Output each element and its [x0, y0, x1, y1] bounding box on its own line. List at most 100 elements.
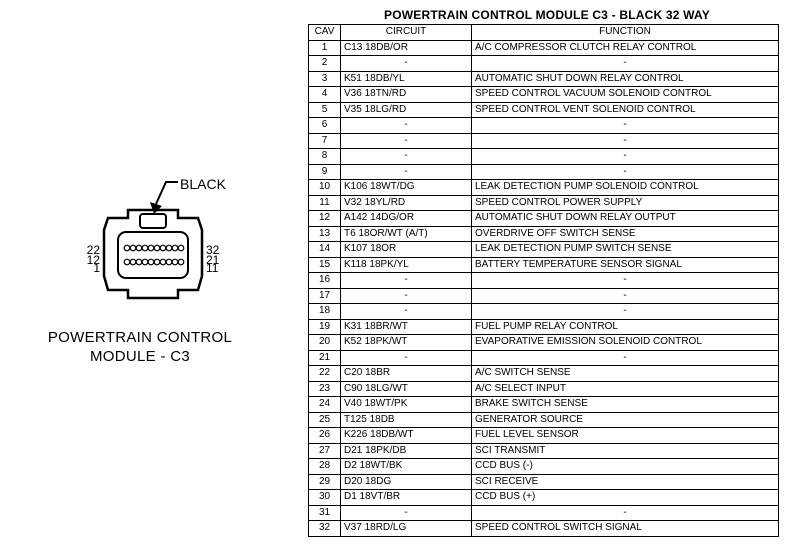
function-cell: A/C SWITCH SENSE	[471, 365, 779, 382]
header-circuit: CIRCUIT	[340, 24, 472, 41]
cav-cell: 17	[308, 287, 341, 304]
pin-label-right-top: 32	[206, 243, 220, 257]
circuit-cell: -	[340, 303, 472, 320]
function-cell: SPEED CONTROL POWER SUPPLY	[471, 194, 779, 211]
cav-cell: 4	[308, 86, 341, 103]
function-cell: BRAKE SWITCH SENSE	[471, 396, 779, 413]
pin-label-right-mid: 21	[206, 253, 220, 267]
cav-cell: 10	[308, 179, 341, 196]
table-row: 9--	[308, 163, 779, 180]
pin-label-left-top: 22	[87, 243, 101, 257]
circuit-cell: D21 18PK/DB	[340, 442, 472, 459]
circuit-cell: V32 18YL/RD	[340, 194, 472, 211]
connector-caption: POWERTRAIN CONTROL MODULE - C3	[20, 328, 260, 366]
function-cell: A/C SELECT INPUT	[471, 380, 779, 397]
table-header-row: CAV CIRCUIT FUNCTION	[308, 24, 779, 41]
cav-cell: 13	[308, 225, 341, 242]
circuit-cell: -	[340, 117, 472, 134]
pointer-arrow	[155, 181, 178, 205]
circuit-cell: D1 18VT/BR	[340, 489, 472, 506]
table-row: 8--	[308, 148, 779, 165]
circuit-cell: T125 18DB	[340, 411, 472, 428]
cav-cell: 5	[308, 101, 341, 118]
cav-cell: 12	[308, 210, 341, 227]
circuit-cell: -	[340, 132, 472, 149]
circuit-cell: V36 18TN/RD	[340, 86, 472, 103]
circuit-cell: -	[340, 349, 472, 366]
table-title: POWERTRAIN CONTROL MODULE C3 - BLACK 32 …	[384, 8, 710, 22]
cav-cell: 16	[308, 272, 341, 289]
circuit-cell: T6 18OR/WT (A/T)	[340, 225, 472, 242]
function-cell: OVERDRIVE OFF SWITCH SENSE	[471, 225, 779, 242]
circuit-cell: -	[340, 163, 472, 180]
cav-cell: 30	[308, 489, 341, 506]
pin-label-left-mid: 12	[87, 253, 101, 267]
circuit-cell: D20 18DG	[340, 473, 472, 490]
function-cell: SPEED CONTROL VENT SOLENOID CONTROL	[471, 101, 779, 118]
function-cell: SPEED CONTROL SWITCH SIGNAL	[471, 520, 779, 537]
function-cell: -	[471, 287, 779, 304]
cav-cell: 32	[308, 520, 341, 537]
table-row: 7--	[308, 132, 779, 149]
header-function: FUNCTION	[471, 24, 779, 41]
cav-cell: 6	[308, 117, 341, 134]
function-cell: AUTOMATIC SHUT DOWN RELAY CONTROL	[471, 70, 779, 87]
cav-cell: 23	[308, 380, 341, 397]
pin-cavity-block	[117, 231, 189, 279]
function-cell: EVAPORATIVE EMISSION SOLENOID CONTROL	[471, 334, 779, 351]
table-row: 21--	[308, 349, 779, 366]
cav-cell: 26	[308, 427, 341, 444]
cav-cell: 22	[308, 365, 341, 382]
pin-row-top	[123, 244, 185, 252]
circuit-cell: K226 18DB/WT	[340, 427, 472, 444]
cav-cell: 1	[308, 39, 341, 56]
cav-cell: 20	[308, 334, 341, 351]
circuit-cell: V37 18RD/LG	[340, 520, 472, 537]
table-row: 6--	[308, 117, 779, 134]
circuit-cell: K107 18OR	[340, 241, 472, 258]
function-cell: BATTERY TEMPERATURE SENSOR SIGNAL	[471, 256, 779, 273]
circuit-cell: K106 18WT/DG	[340, 179, 472, 196]
cav-cell: 11	[308, 194, 341, 211]
circuit-cell: C90 18LG/WT	[340, 380, 472, 397]
function-cell: -	[471, 504, 779, 521]
function-cell: SCI RECEIVE	[471, 473, 779, 490]
circuit-cell: A142 14DG/OR	[340, 210, 472, 227]
circuit-cell: C20 18BR	[340, 365, 472, 382]
circuit-cell: V40 18WT/PK	[340, 396, 472, 413]
function-cell: A/C COMPRESSOR CLUTCH RELAY CONTROL	[471, 39, 779, 56]
cav-cell: 19	[308, 318, 341, 335]
circuit-cell: D2 18WT/BK	[340, 458, 472, 475]
pin-row-bottom	[123, 258, 185, 266]
function-cell: -	[471, 55, 779, 72]
function-cell: SCI TRANSMIT	[471, 442, 779, 459]
function-cell: LEAK DETECTION PUMP SWITCH SENSE	[471, 241, 779, 258]
function-cell: CCD BUS (-)	[471, 458, 779, 475]
circuit-cell: -	[340, 55, 472, 72]
function-cell: SPEED CONTROL VACUUM SOLENOID CONTROL	[471, 86, 779, 103]
circuit-cell: K51 18DB/YL	[340, 70, 472, 87]
function-cell: LEAK DETECTION PUMP SOLENOID CONTROL	[471, 179, 779, 196]
cav-cell: 9	[308, 163, 341, 180]
pin-label-left-low: 1	[93, 261, 100, 275]
function-cell: AUTOMATIC SHUT DOWN RELAY OUTPUT	[471, 210, 779, 227]
cav-cell: 28	[308, 458, 341, 475]
circuit-cell: C13 18DB/OR	[340, 39, 472, 56]
cav-cell: 14	[308, 241, 341, 258]
circuit-cell: -	[340, 287, 472, 304]
function-cell: FUEL PUMP RELAY CONTROL	[471, 318, 779, 335]
